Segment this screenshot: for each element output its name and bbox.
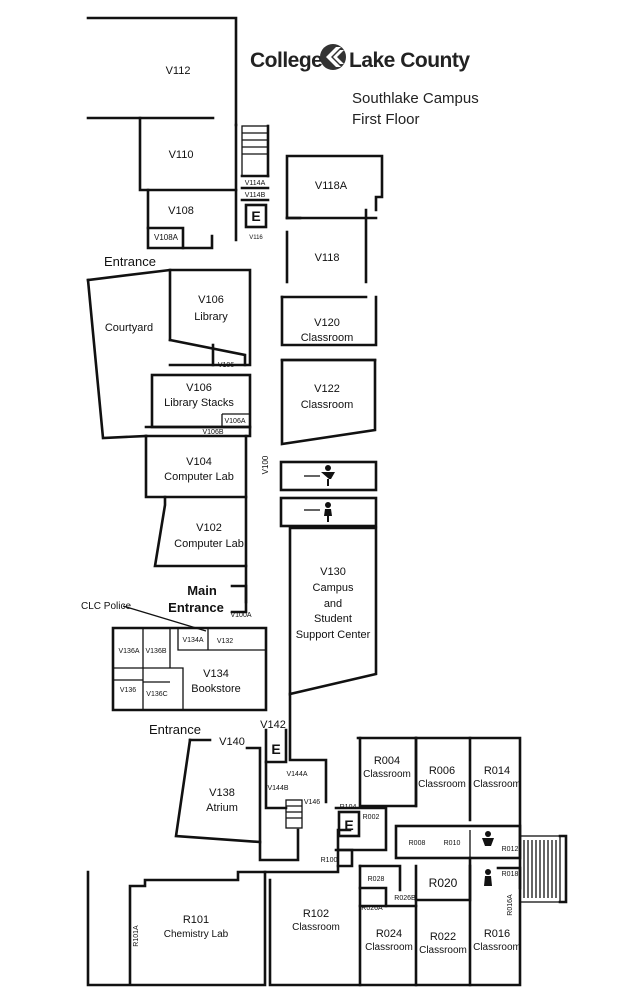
room-v104-sub: Computer Lab [164, 471, 234, 483]
room-r020: R020 [429, 876, 458, 890]
room-v108: V108 [168, 205, 194, 217]
room-v130-line5: Support Center [296, 629, 371, 641]
room-v106-stacks: V106 [186, 382, 212, 394]
logo-text-lake-county: Lake County [349, 49, 470, 72]
room-v136a: V136A [118, 648, 139, 655]
room-r004-sub: Classroom [363, 769, 411, 780]
walls [86, 16, 568, 987]
elevator-middle: E [271, 741, 280, 757]
room-v130-line4: Student [314, 613, 352, 625]
room-v104: V104 [186, 456, 212, 468]
room-r016-sub: Classroom [473, 942, 521, 953]
room-v108a: V108A [154, 233, 179, 242]
main-entrance-label-1: Main [187, 583, 217, 598]
restroom-r018-icon [484, 869, 492, 886]
logo: College Lake County [250, 44, 471, 72]
corridor-v100: V100 [261, 455, 270, 474]
room-r024-sub: Classroom [365, 942, 413, 953]
room-v134a: V134A [182, 637, 203, 644]
room-r026b: R026B [394, 895, 416, 902]
restroom-r010-icon [482, 831, 494, 846]
restroom-men-icon [304, 502, 332, 522]
courtyard-label: Courtyard [105, 322, 153, 334]
floor-name: First Floor [352, 111, 420, 128]
room-r104: R104 [340, 804, 357, 811]
room-v138-sub: Atrium [206, 802, 238, 814]
room-v100a: V100A [230, 612, 251, 619]
room-r010: R010 [444, 840, 461, 847]
room-v112: V112 [166, 65, 191, 77]
entrance-north-label: Entrance [104, 254, 156, 269]
clc-police-label: CLC Police [81, 601, 131, 612]
clc-logo-mark-icon [320, 44, 346, 70]
room-v102-sub: Computer Lab [174, 538, 244, 550]
room-v106-small: V106 [218, 362, 234, 369]
room-r024: R024 [376, 928, 402, 940]
room-v136c: V136C [146, 691, 167, 698]
room-r006: R006 [429, 765, 455, 777]
room-r014: R014 [484, 765, 510, 777]
room-v144b: V144B [267, 785, 288, 792]
room-v130: V130 [320, 566, 346, 578]
room-v122: V122 [314, 383, 340, 395]
room-r018: R018 [502, 871, 519, 878]
elevator-north: E [251, 208, 260, 224]
room-r102: R102 [303, 908, 329, 920]
room-v134-sub: Bookstore [191, 683, 241, 695]
room-v114a: V114A [245, 180, 266, 187]
room-v106-stacks-sub: Library Stacks [164, 397, 234, 409]
room-r022-sub: Classroom [419, 945, 467, 956]
room-v110: V110 [169, 149, 194, 161]
room-r101a: R101A [133, 925, 140, 947]
room-v136: V136 [120, 687, 136, 694]
room-v118: V118 [315, 252, 340, 264]
room-v114b: V114B [245, 192, 266, 199]
room-r014-sub: Classroom [473, 779, 521, 790]
room-v102: V102 [196, 522, 222, 534]
room-r016: R016 [484, 928, 510, 940]
room-r012: R012 [502, 846, 519, 853]
main-entrance-label-2: Entrance [168, 600, 224, 615]
room-r101-sub: Chemistry Lab [164, 929, 229, 940]
room-v106-sub: Library [194, 311, 228, 323]
room-v120: V120 [314, 317, 340, 329]
room-r026a: R026A [361, 905, 383, 912]
room-r004: R004 [374, 755, 400, 767]
room-v132: V132 [217, 638, 233, 645]
room-v140: V140 [219, 736, 245, 748]
room-v122-sub: Classroom [301, 399, 354, 411]
room-r102-sub: Classroom [292, 922, 340, 933]
room-r006-sub: Classroom [418, 779, 466, 790]
room-v144a: V144A [286, 771, 307, 778]
room-v116: V116 [249, 235, 263, 241]
room-r022: R022 [430, 931, 456, 943]
room-v136b: V136B [145, 648, 166, 655]
logo-text-college: College [250, 49, 322, 72]
room-v138: V138 [209, 787, 235, 799]
room-r028: R028 [368, 876, 385, 883]
restroom-women-icon [304, 465, 335, 486]
room-r016a: R016A [507, 894, 514, 916]
room-r100: R100 [321, 857, 338, 864]
room-v130-line2: Campus [313, 582, 354, 594]
room-v130-line3: and [324, 598, 342, 610]
campus-name: Southlake Campus [352, 90, 479, 107]
room-v134: V134 [203, 668, 229, 680]
elevator-south: E [344, 817, 353, 833]
room-v120-sub: Classroom [301, 332, 354, 344]
room-v146: V146 [304, 799, 320, 806]
room-v118a: V118A [315, 180, 348, 192]
room-r008: R008 [409, 840, 426, 847]
room-v142: V142 [260, 719, 286, 731]
room-v106: V106 [198, 294, 224, 306]
room-v106b: V106B [202, 429, 223, 436]
entrance-south-label: Entrance [149, 722, 201, 737]
room-r002: R002 [363, 814, 380, 821]
room-r101: R101 [183, 914, 209, 926]
room-v106a: V106A [224, 418, 245, 425]
